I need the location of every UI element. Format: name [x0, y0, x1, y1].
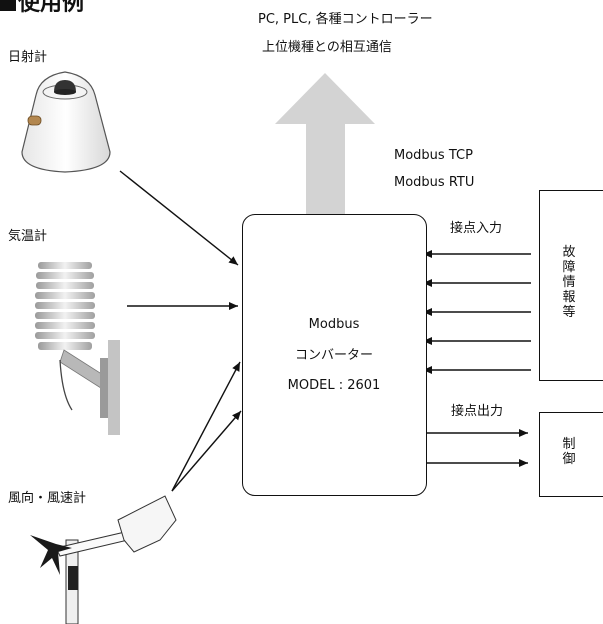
sensor-label-anemometer: 風向・風速計: [8, 491, 87, 506]
section-heading: 使用例: [0, 0, 84, 15]
heading-square-icon: [0, 0, 16, 11]
fault-info-char: 報: [562, 290, 576, 305]
fault-info-char: 情: [562, 275, 576, 290]
converter-line1: Modbus: [308, 317, 360, 332]
control-box: [539, 412, 603, 497]
fault-info-text: 故 障 情 報 等: [562, 245, 576, 320]
protocol-tcp-label: Modbus TCP: [394, 148, 473, 163]
sensor-label-pyranometer: 日射計: [8, 50, 48, 65]
top-label-line1: PC, PLC, 各種コントローラー: [258, 12, 433, 27]
control-char: 制: [562, 437, 576, 452]
control-char: 御: [562, 452, 576, 467]
pyranometer-image: [21, 71, 111, 173]
converter-box: [242, 214, 427, 496]
contact-input-label: 接点入力: [450, 221, 503, 236]
fault-info-char: 障: [562, 260, 576, 275]
communication-arrow-icon: [275, 73, 375, 214]
control-text: 制 御: [562, 437, 576, 467]
fault-info-box: [539, 190, 603, 381]
fault-info-char: 故: [562, 245, 576, 260]
top-label-line2: 上位機種との相互通信: [262, 40, 392, 55]
converter-line3: MODEL : 2601: [287, 378, 381, 393]
anemometer-image: [30, 495, 177, 624]
thermometer-image: [35, 262, 120, 435]
fault-info-char: 等: [562, 305, 576, 320]
contact-output-label: 接点出力: [451, 404, 504, 419]
heading-text: 使用例: [18, 0, 85, 16]
protocol-rtu-label: Modbus RTU: [394, 175, 475, 190]
sensor-label-thermometer: 気温計: [8, 229, 48, 244]
converter-line2: コンバーター: [294, 348, 373, 363]
